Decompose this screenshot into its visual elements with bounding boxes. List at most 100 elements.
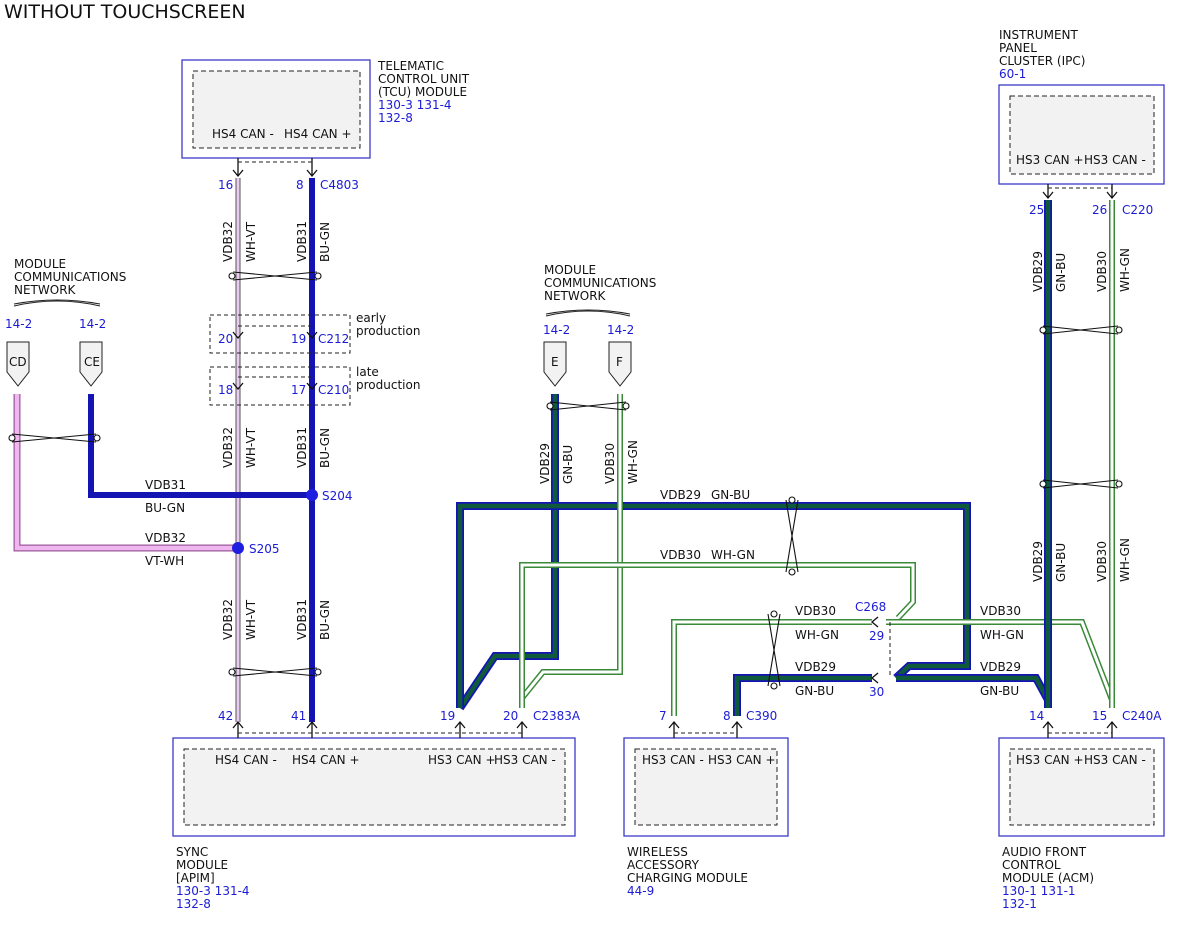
- sync-name-1: SYNC: [176, 845, 208, 859]
- tcu-pin-hs4-minus: HS4 CAN -: [212, 127, 274, 141]
- sync-pin-hs3-plus: HS3 CAN +: [428, 753, 496, 767]
- note-text: production: [356, 378, 420, 392]
- connector-c210[interactable]: C210: [318, 383, 349, 397]
- wire-wh-gn-wacm: [671, 619, 872, 716]
- network-ref[interactable]: 14-2: [543, 323, 570, 337]
- wire-circuit-label: VDB30: [660, 548, 701, 562]
- ipc-name-2: PANEL: [999, 41, 1037, 55]
- pin-number: 30: [869, 685, 884, 699]
- ipc-module-label: INSTRUMENT PANEL CLUSTER (IPC) 60-1: [999, 28, 1085, 81]
- network-left: [6, 299, 103, 387]
- pin-number: 15: [1092, 709, 1107, 723]
- splice-label[interactable]: S204: [322, 489, 353, 503]
- network-label: NETWORK: [14, 283, 77, 297]
- connector-ce-label: CE: [84, 355, 100, 369]
- sync-ref-1[interactable]: 130-3 131-4: [176, 884, 250, 898]
- wire-color-label: WH-GN: [980, 628, 1024, 642]
- wire-layer: [13, 178, 1115, 722]
- sync-module[interactable]: HS4 CAN - HS4 CAN + HS3 CAN + HS3 CAN -: [172, 737, 576, 837]
- connector-c212[interactable]: C212: [318, 332, 349, 346]
- connector-c2383a[interactable]: C2383A: [533, 709, 581, 723]
- connector-c220[interactable]: C220: [1122, 203, 1153, 217]
- tcu-name-2: CONTROL UNIT: [378, 72, 470, 86]
- connector-f-label: F: [616, 355, 623, 369]
- tcu-ref-2[interactable]: 132-8: [378, 111, 413, 125]
- wire-color-label: WH-GN: [795, 628, 839, 642]
- network-ref[interactable]: 14-2: [79, 317, 106, 331]
- splice-s205[interactable]: [232, 542, 244, 554]
- wire-circuit-label: VDB29: [1031, 251, 1045, 292]
- wire-color-label: GN-BU: [711, 488, 750, 502]
- wacm-module[interactable]: HS3 CAN - HS3 CAN +: [623, 737, 789, 837]
- wire-circuit-label: VDB31: [145, 478, 186, 492]
- wire-circuit-label: VDB30: [1095, 541, 1109, 582]
- pin-number: 14: [1029, 709, 1044, 723]
- wacm-name-1: WIRELESS: [627, 845, 688, 859]
- ipc-ref-1[interactable]: 60-1: [999, 67, 1026, 81]
- ipc-module[interactable]: HS3 CAN + HS3 CAN -: [998, 84, 1165, 185]
- wacm-name-3: CHARGING MODULE: [627, 871, 748, 885]
- tcu-module-label: TELEMATIC CONTROL UNIT (TCU) MODULE 130-…: [377, 59, 470, 125]
- splice-label[interactable]: S205: [249, 542, 280, 556]
- wire-color-label: WH-GN: [711, 548, 755, 562]
- wire-color-label: GN-BU: [980, 684, 1019, 698]
- wire-circuit-label: VDB31: [295, 221, 309, 262]
- wire-circuit-label: VDB31: [295, 427, 309, 468]
- pin-number: 8: [723, 709, 731, 723]
- note-text: late: [356, 365, 379, 379]
- sync-ref-2[interactable]: 132-8: [176, 897, 211, 911]
- wire-color-label: WH-GN: [1118, 248, 1132, 292]
- tcu-module[interactable]: HS4 CAN - HS4 CAN +: [181, 59, 371, 159]
- pin-number: 8: [296, 178, 304, 192]
- wacm-ref-1[interactable]: 44-9: [627, 884, 654, 898]
- wire-circuit-label: VDB32: [221, 599, 235, 640]
- network-ref[interactable]: 14-2: [5, 317, 32, 331]
- wire-circuit-label: VDB32: [221, 427, 235, 468]
- sync-pin-hs4-minus: HS4 CAN -: [215, 753, 277, 767]
- sync-pin-hs3-minus: HS3 CAN -: [494, 753, 556, 767]
- pin-number: 20: [218, 332, 233, 346]
- pin-number: 19: [440, 709, 455, 723]
- wire-circuit-label: VDB30: [980, 604, 1021, 618]
- wire-circuit-label: VDB30: [795, 604, 836, 618]
- connector-c240a[interactable]: C240A: [1122, 709, 1162, 723]
- wire-wh-gn-f: [519, 394, 916, 708]
- wire-circuit-label: VDB30: [603, 443, 617, 484]
- connector-c268[interactable]: C268: [855, 600, 886, 614]
- connector-c4803[interactable]: C4803: [320, 178, 359, 192]
- ipc-name-3: CLUSTER (IPC): [999, 54, 1085, 68]
- acm-ref-1[interactable]: 130-1 131-1: [1002, 884, 1076, 898]
- wire-bu-gn-ce: [88, 394, 312, 498]
- sync-name-2: MODULE: [176, 858, 228, 872]
- wire-color-label: GN-BU: [561, 445, 575, 484]
- acm-module[interactable]: HS3 CAN + HS3 CAN -: [998, 737, 1165, 837]
- twist-marks: [8, 271, 1123, 690]
- network-label: MODULE: [14, 257, 66, 271]
- wire-color-label: WH-GN: [1118, 538, 1132, 582]
- wire-color-label: BU-GN: [145, 501, 185, 515]
- wacm-name-2: ACCESSORY: [627, 858, 700, 872]
- tcu-name-1: TELEMATIC: [377, 59, 444, 73]
- wire-color-label: BU-GN: [318, 600, 332, 640]
- wire-color-label: GN-BU: [795, 684, 834, 698]
- wire-circuit-label: VDB32: [221, 221, 235, 262]
- wire-vt-wh-cd: [13, 394, 238, 552]
- wire-color-label: WH-VT: [244, 599, 258, 640]
- note-text: production: [356, 324, 420, 338]
- wire-color-label: VT-WH: [145, 554, 184, 568]
- wire-circuit-label: VDB31: [295, 599, 309, 640]
- connector-cd-label: CD: [9, 355, 27, 369]
- tcu-ref-1[interactable]: 130-3 131-4: [378, 98, 452, 112]
- connector-c390[interactable]: C390: [746, 709, 777, 723]
- network-ref[interactable]: 14-2: [607, 323, 634, 337]
- acm-name-3: MODULE (ACM): [1002, 871, 1094, 885]
- pin-number: 41: [291, 709, 306, 723]
- acm-ref-2[interactable]: 132-1: [1002, 897, 1037, 911]
- splice-s204[interactable]: [306, 489, 318, 501]
- wire-color-label: BU-GN: [318, 222, 332, 262]
- pin-number: 29: [869, 629, 884, 643]
- network-label: COMMUNICATIONS: [544, 276, 656, 290]
- pin-number: 18: [218, 383, 233, 397]
- pin-number: 17: [291, 383, 306, 397]
- tcu-name-3: (TCU) MODULE: [378, 85, 467, 99]
